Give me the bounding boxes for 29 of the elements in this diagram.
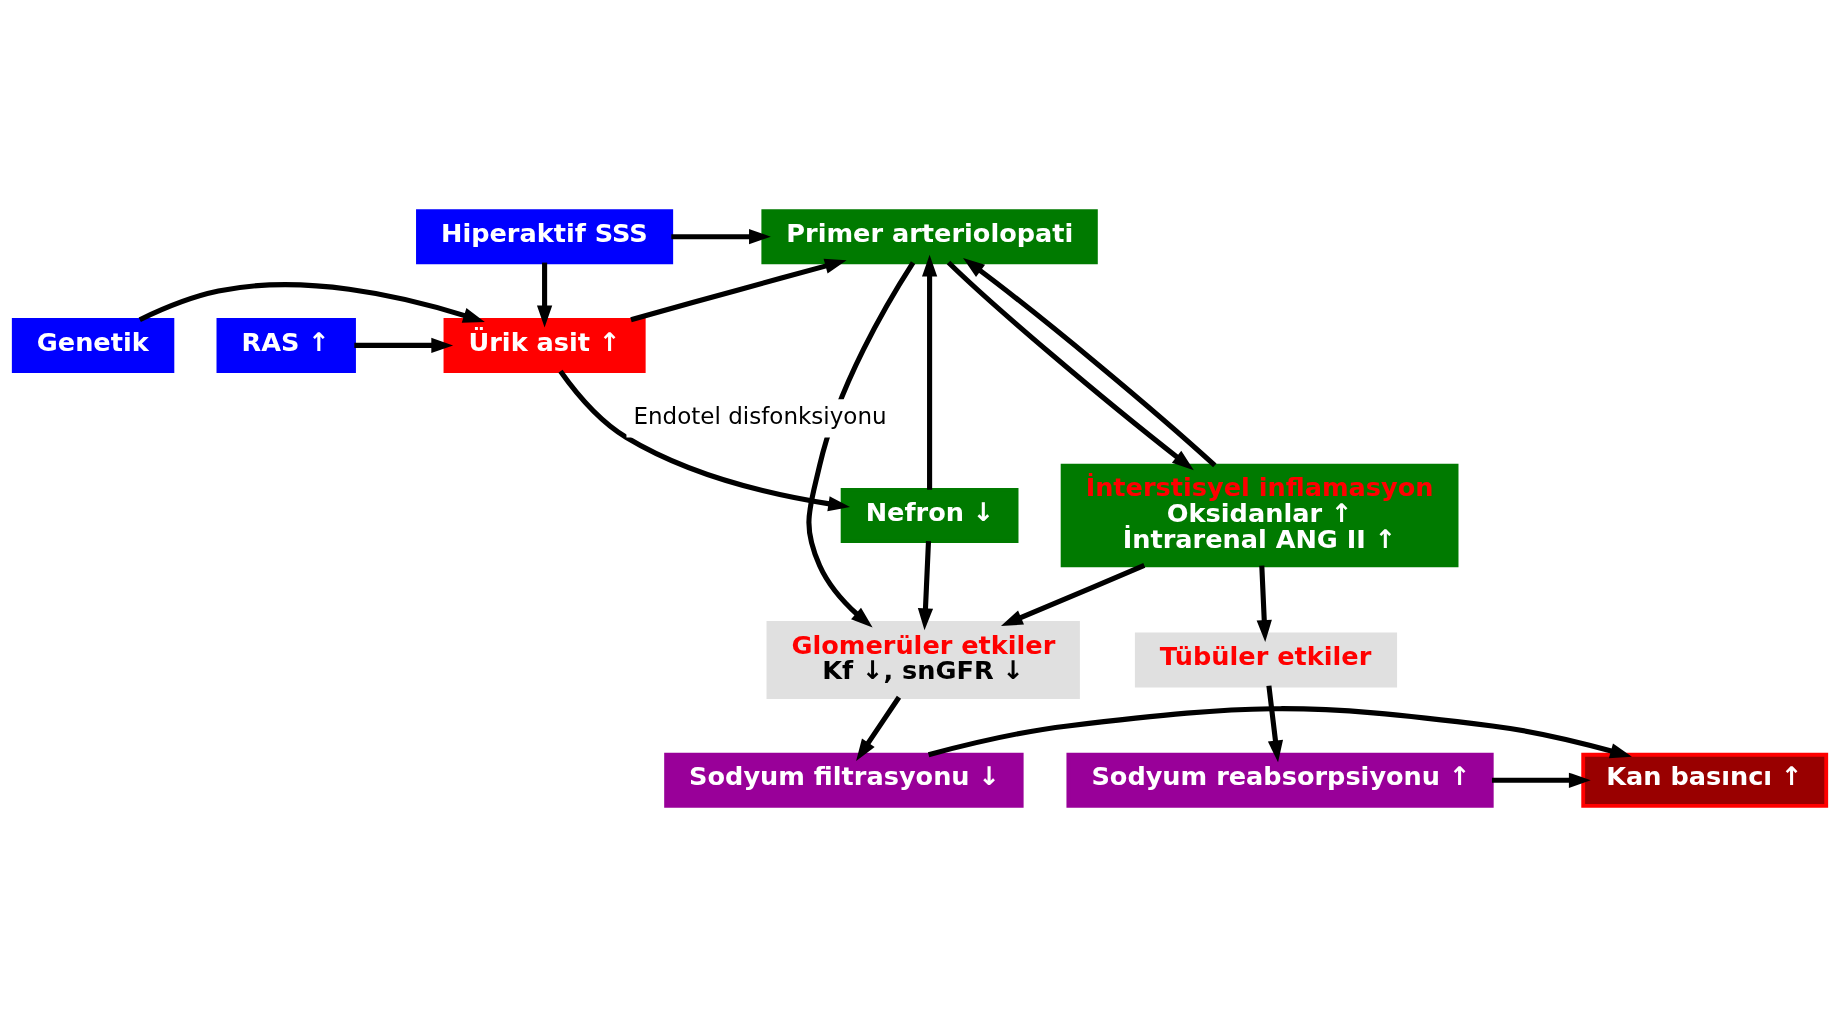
arrow bbox=[630, 258, 847, 322]
arrow bbox=[1256, 565, 1272, 642]
arrow bbox=[1266, 684, 1284, 762]
arrow bbox=[1491, 772, 1591, 788]
node-box: Primer arteriolopati bbox=[761, 208, 1098, 264]
arrow bbox=[856, 695, 902, 761]
node-box: Kan basıncı ↑ bbox=[1581, 752, 1829, 808]
arrow bbox=[921, 254, 938, 490]
node-box: RAS ↑ bbox=[216, 317, 356, 373]
arrow bbox=[354, 337, 454, 353]
node-box: Sodyum reabsorpsiyonu ↑ bbox=[1066, 752, 1494, 808]
edge-label: Endotel disfonksiyonu bbox=[633, 402, 887, 429]
arrow bbox=[536, 262, 553, 327]
node-box: Hiperaktif SSS bbox=[416, 208, 674, 264]
arrow bbox=[1000, 562, 1146, 626]
node-box: Nefron ↓ bbox=[840, 487, 1019, 543]
node-box: Glomerüler etkiler Kf ↓, snGFR ↓ bbox=[766, 620, 1080, 699]
arrow bbox=[946, 260, 1194, 470]
arrow bbox=[963, 257, 1217, 467]
node-box: Sodyum filtrasyonu ↓ bbox=[664, 752, 1024, 808]
arrow bbox=[917, 540, 934, 630]
arrow bbox=[806, 260, 916, 628]
node-box: Tübüler etkiler bbox=[1134, 632, 1398, 688]
arrow bbox=[558, 369, 851, 511]
node-box: Ürik asit ↑ bbox=[443, 317, 646, 373]
arrow bbox=[671, 228, 771, 244]
node-box: İnterstisyel inflamasyon Oksidanlar ↑ İntrarenal ANG II ↑ bbox=[1060, 463, 1459, 567]
arrow bbox=[927, 705, 1632, 758]
node-box: Genetik bbox=[11, 317, 175, 373]
